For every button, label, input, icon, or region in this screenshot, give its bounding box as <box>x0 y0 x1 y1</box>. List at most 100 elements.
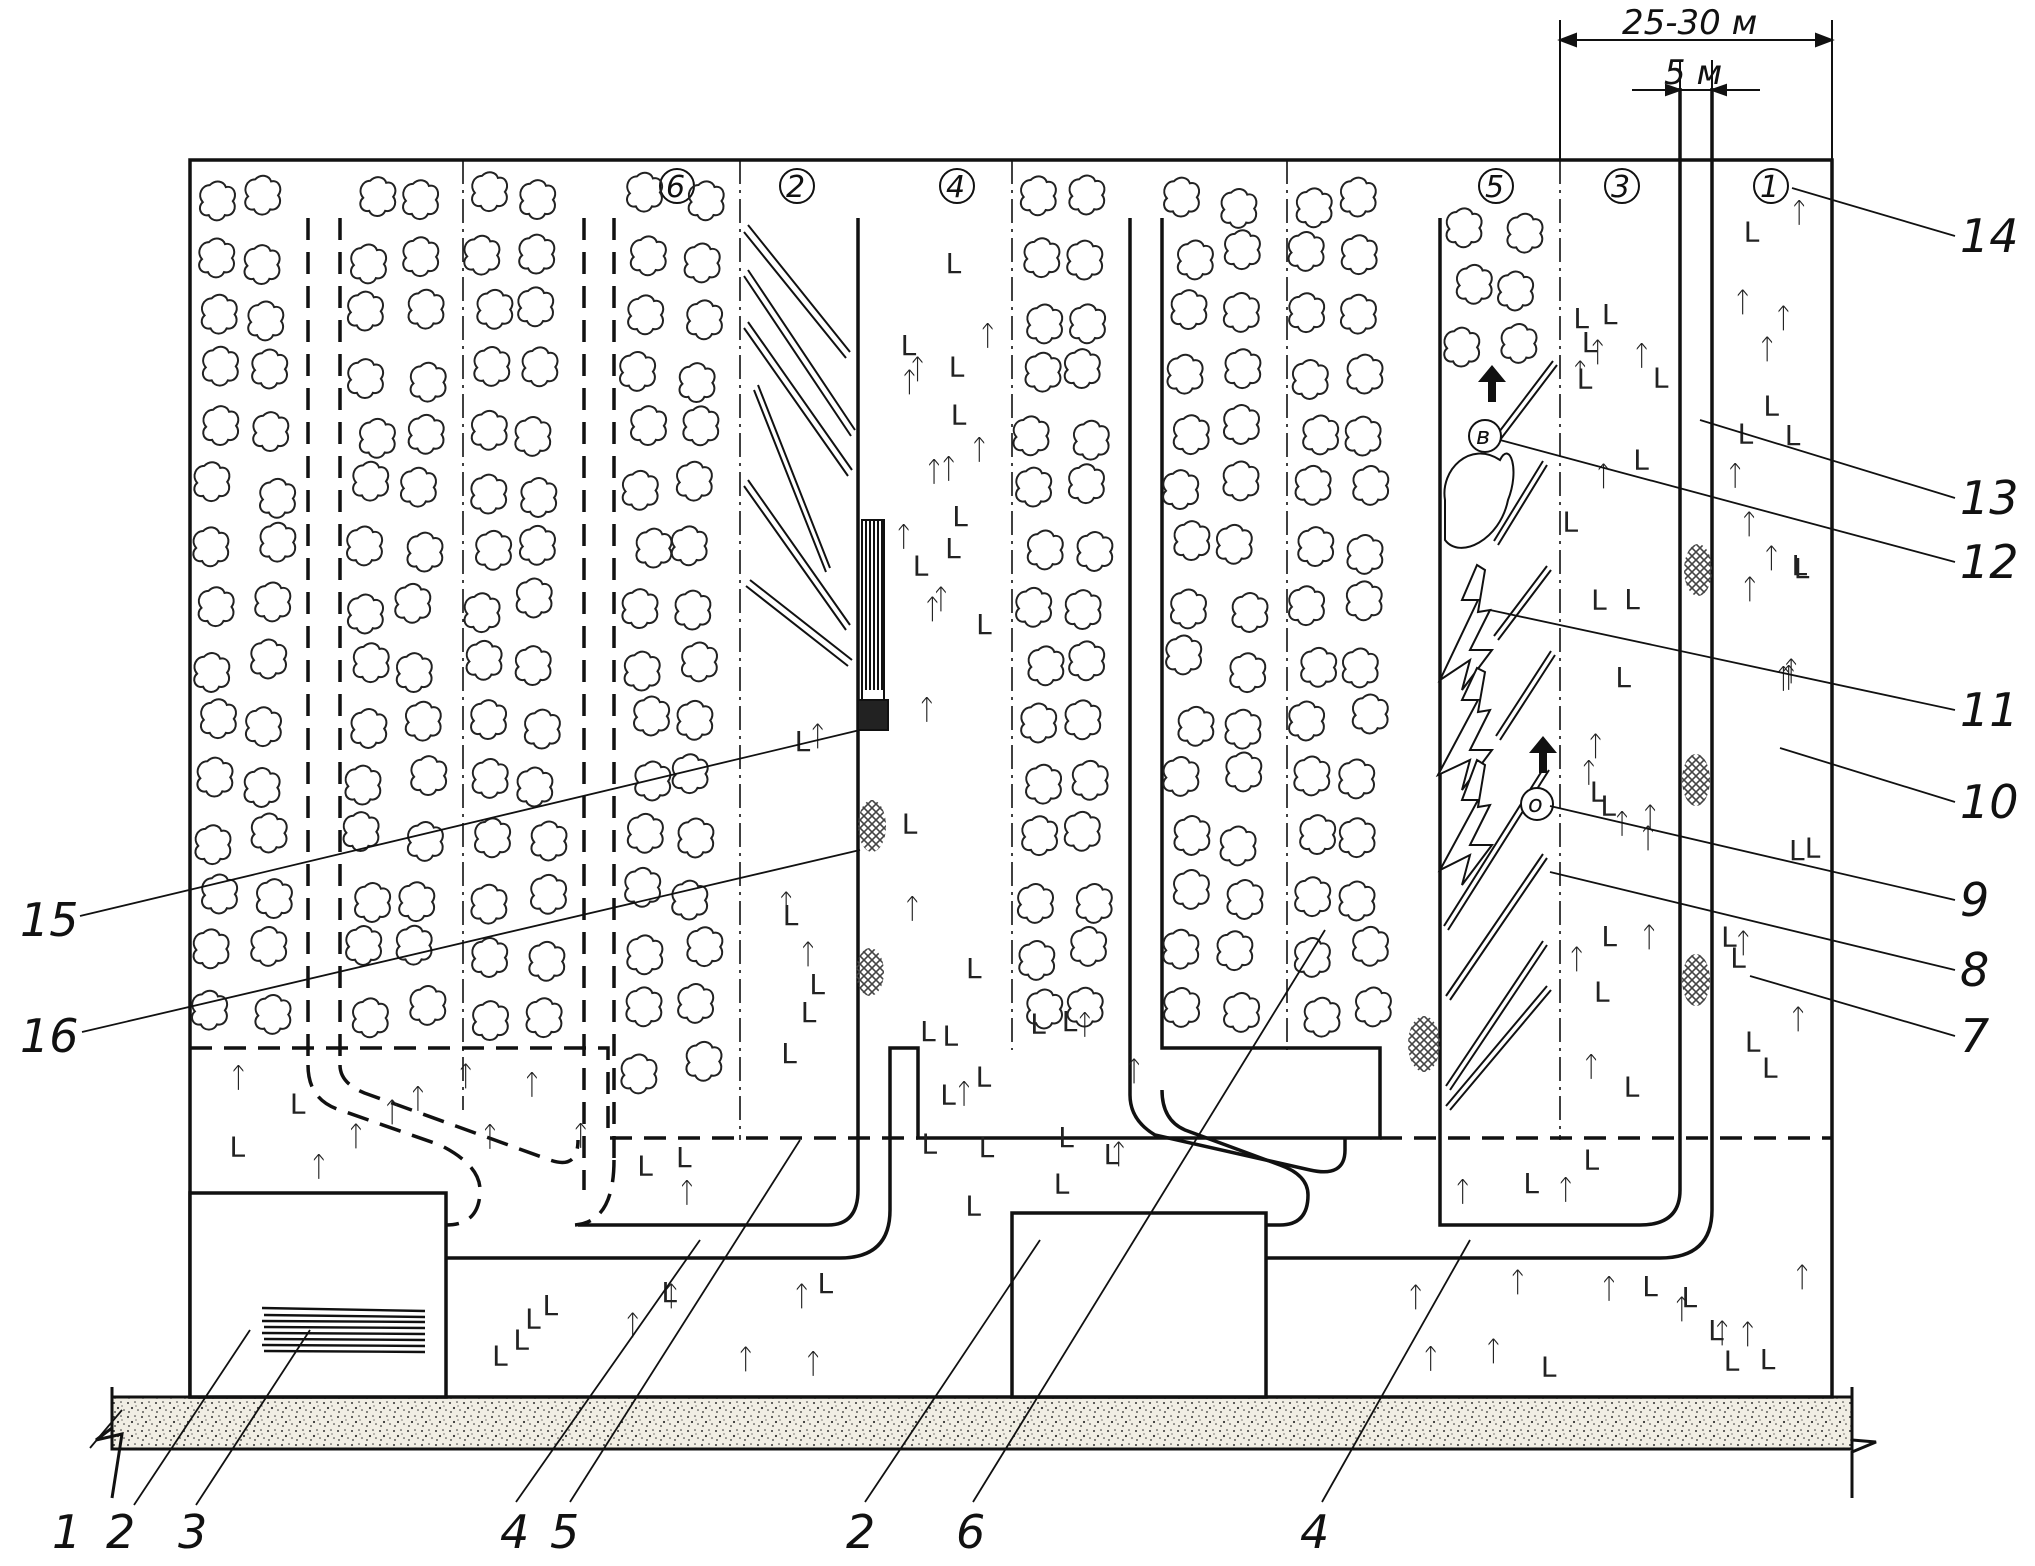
tree-crown-icon <box>530 820 568 862</box>
stump-icon: L <box>1602 298 1618 331</box>
tree-crown-icon <box>192 928 230 970</box>
tree-crown-icon <box>465 639 503 681</box>
stump-icon: L <box>513 1324 529 1357</box>
tree-crown-icon <box>1346 353 1384 395</box>
young-tree-icon: ᛏ <box>1673 1292 1690 1325</box>
young-tree-icon: ᛏ <box>1422 1342 1439 1375</box>
tree-crown-icon <box>1162 928 1200 970</box>
tree-crown-icon <box>682 405 720 447</box>
young-tree-icon: ᛏ <box>1110 1138 1127 1171</box>
stump-icon: L <box>913 550 929 583</box>
tree-crown-icon <box>670 525 708 567</box>
young-tree-icon: ᛏ <box>933 583 950 616</box>
tree-crown-icon <box>674 589 712 631</box>
young-tree-icon: ᛏ <box>348 1120 365 1153</box>
tree-crown-icon <box>1293 755 1331 797</box>
stump-icon: L <box>1600 790 1616 823</box>
young-tree-icon: ᛏ <box>805 1347 822 1380</box>
strip-number-1: 1 <box>1753 168 1789 205</box>
stump-icon: L <box>1104 1138 1120 1171</box>
tree-crown-icon <box>395 924 433 966</box>
young-tree-icon: ᛏ <box>524 1068 541 1101</box>
tree-crown-icon <box>1068 640 1106 682</box>
svg-text:6: 6 <box>666 170 685 205</box>
tree-crown-icon <box>1064 589 1102 631</box>
tree-crown-icon <box>1027 645 1065 687</box>
stump-icon: L <box>1601 920 1617 953</box>
tree-crown-icon <box>200 293 238 335</box>
young-tree-icon: ᛏ <box>1763 541 1780 574</box>
tree-crown-icon <box>1018 939 1056 981</box>
callout-bottom-1: 1 <box>52 1505 81 1559</box>
tree-crown-icon <box>1026 303 1064 345</box>
tree-crown-icon <box>1068 174 1106 216</box>
tree-crown-icon <box>470 699 508 741</box>
stump-icon: L <box>943 1020 959 1053</box>
stump-icon: L <box>1805 832 1821 865</box>
stump-icon: L <box>1785 419 1801 452</box>
tree-crown-icon <box>629 235 667 277</box>
tree-crown-icon <box>1346 533 1384 575</box>
tree-crown-icon <box>686 299 724 341</box>
tree-crown-icon <box>525 997 563 1039</box>
tree-crown-icon <box>402 236 440 278</box>
stump-icon: L <box>1563 506 1579 539</box>
direction-arrow-upper: в <box>1468 365 1506 453</box>
young-tree-icon: ᛏ <box>1714 1317 1731 1350</box>
tree-crown-icon <box>410 755 448 797</box>
young-tree-icon: ᛏ <box>926 455 943 488</box>
tree-crown-icon <box>470 473 508 515</box>
tree-crown-icon <box>1163 986 1201 1028</box>
strip-number-3: 3 <box>1604 168 1640 205</box>
tree-crown-icon <box>1299 814 1337 856</box>
callout-8: 8 <box>1960 943 1989 997</box>
tree-crown-icon <box>675 460 713 502</box>
stump-icon: L <box>1760 1343 1776 1376</box>
stump-icon: L <box>230 1131 246 1164</box>
tree-crown-icon <box>350 243 388 285</box>
tree-crown-icon <box>352 460 390 502</box>
strip-boundaries <box>462 160 1561 1140</box>
tree-crown-icon <box>395 652 433 694</box>
tree-crown-icon <box>1070 925 1108 967</box>
tree-crown-icon <box>1170 289 1208 331</box>
tree-crown-icon <box>1173 520 1211 562</box>
stump-icon: L <box>1642 1270 1658 1303</box>
stump-icon: L <box>952 500 968 533</box>
tree-crown-icon <box>1220 187 1258 229</box>
callout-bottom-5: 5 <box>550 1505 579 1559</box>
tree-crown-icon <box>254 581 292 623</box>
stump-icon: L <box>1724 1344 1740 1377</box>
young-tree-icon: ᛏ <box>809 719 826 752</box>
young-tree-icon: ᛏ <box>1583 1050 1600 1083</box>
young-tree-icon: ᛏ <box>410 1082 427 1115</box>
tree-crown-icon <box>1075 882 1113 924</box>
stump-icon: L <box>1062 1005 1078 1038</box>
tree-crown-icon <box>1015 586 1053 628</box>
stump-icon: L <box>1708 1314 1724 1347</box>
tree-crown-icon <box>625 986 663 1028</box>
stump-icon: L <box>901 329 917 362</box>
tree-crown-icon <box>1172 414 1210 456</box>
tree-crown-icon <box>1066 239 1104 281</box>
tree-crown-icon <box>1339 176 1377 218</box>
young-tree-icon: ᛏ <box>800 938 817 971</box>
young-tree-icon: ᛏ <box>1485 1335 1502 1368</box>
young-tree-icon: ᛏ <box>1741 573 1758 606</box>
young-tree-icon: ᛏ <box>909 353 926 386</box>
stump-icon: L <box>1582 326 1598 359</box>
tree-crown-icon <box>198 180 237 222</box>
stump-icon: L <box>1584 1144 1600 1177</box>
tree-crown-icon <box>402 179 440 221</box>
svg-text:1: 1 <box>1760 170 1779 205</box>
tree-crown-icon <box>250 925 288 967</box>
young-tree-icon: ᛏ <box>1589 335 1606 368</box>
stump-icon: L <box>290 1087 306 1120</box>
tree-crown-icon <box>352 642 390 684</box>
tree-crown-icon <box>1225 751 1263 793</box>
tree-crown-icon <box>346 593 385 635</box>
tree-crown-icon <box>252 411 290 453</box>
tree-crown-icon <box>687 180 725 222</box>
callout-7: 7 <box>1960 1009 1989 1063</box>
young-tree-icon: ᛏ <box>1076 1008 1093 1041</box>
